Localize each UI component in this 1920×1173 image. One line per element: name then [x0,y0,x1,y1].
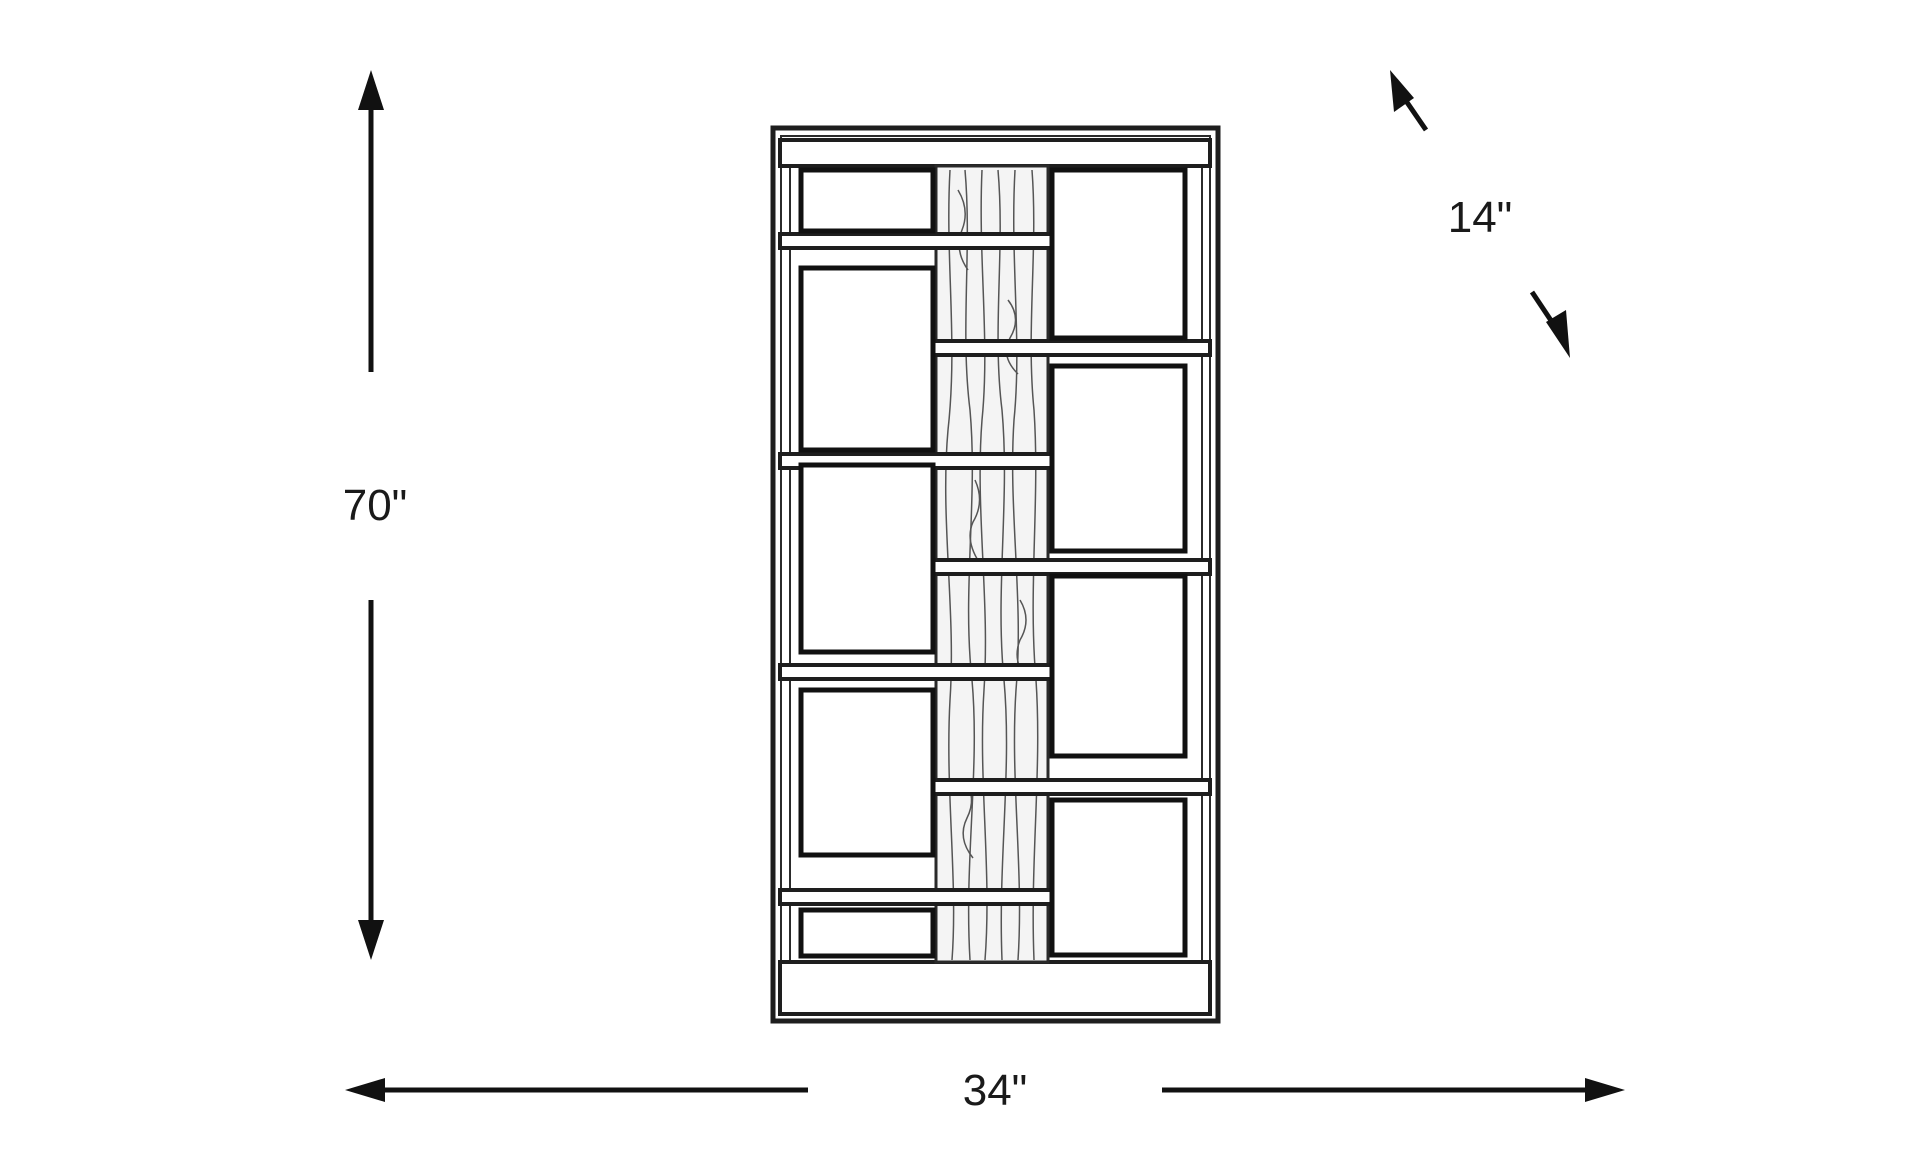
depth-dimension: 14" [1390,70,1570,358]
depth-arrow-down-right-icon [1546,310,1570,358]
bookcase-outer-frame [770,125,1221,1024]
right-opening-3 [1049,573,1188,759]
height-arrow-down-icon [358,920,384,960]
right-shelf-1 [930,339,1212,357]
bookcase-drawing [770,125,1221,1024]
left-opening-3 [798,462,936,655]
left-opening-2 [798,265,936,453]
left-opening-4 [798,687,936,858]
left-opening-5 [798,907,936,959]
left-opening-1 [798,167,936,234]
top-rail [778,138,1212,168]
left-shelf-3 [778,663,1055,681]
height-label: 70" [343,481,408,530]
left-shelf-4 [778,888,1055,906]
width-dimension: 34" [345,1066,1625,1115]
left-shelf-1 [778,232,1055,250]
width-arrow-right-icon [1585,1078,1625,1102]
height-arrow-up-icon [358,70,384,110]
bottom-plinth [778,960,1212,1016]
right-opening-4 [1049,797,1188,958]
right-opening-1 [1049,167,1188,341]
right-opening-2 [1049,363,1188,554]
depth-label: 14" [1448,193,1513,242]
depth-arrow-up-left-icon [1390,70,1414,112]
height-dimension: 70" [343,70,408,960]
right-shelf-3 [930,778,1212,796]
right-shelf-2 [930,558,1212,576]
width-label: 34" [963,1066,1028,1115]
width-arrow-left-icon [345,1078,385,1102]
